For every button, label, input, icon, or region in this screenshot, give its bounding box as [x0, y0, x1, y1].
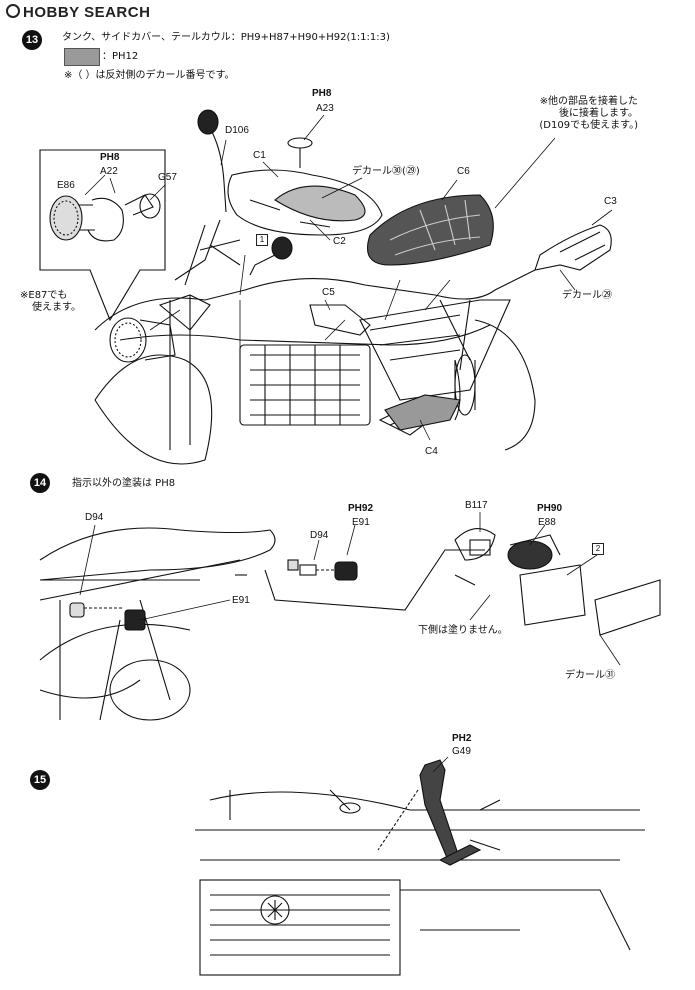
label-d94-left: D94	[85, 512, 104, 523]
part-number-box-1: 1	[256, 234, 268, 246]
lamp-inset-drawing	[39, 149, 166, 322]
label-decal30: デカール㉚(㉙)	[352, 166, 420, 177]
label-d94-mid: D94	[310, 530, 329, 541]
part-number-box-2: 2	[592, 543, 604, 555]
swatch-note: ：PH12	[102, 51, 139, 62]
label-ph8-top: PH8	[312, 88, 332, 99]
fuel-tank-drawing	[227, 137, 383, 236]
label-ph2: PH2	[452, 733, 472, 744]
turn-signal-drawing	[264, 549, 485, 611]
rear-fender-drawing	[39, 527, 276, 721]
label-c5: C5	[322, 287, 335, 298]
step-13-number: 13	[22, 30, 42, 50]
label-d106: D106	[225, 125, 249, 136]
seat-drawing	[366, 194, 494, 266]
label-b117: B117	[465, 500, 488, 511]
label-e86: E86	[57, 180, 75, 191]
headlight-drawing	[109, 317, 176, 363]
label-c3: C3	[604, 196, 617, 207]
label-ph92: PH92	[348, 503, 374, 514]
step-15-number: 15	[30, 770, 50, 790]
step-13-instruction: タンク、サイドカバー、テールカウル：PH9+H87+H90+H92(1:1:1:…	[62, 32, 390, 43]
paint-swatch	[64, 48, 100, 66]
decal-note: ※（ ）は反対側のデカール番号です。	[64, 70, 235, 81]
side-stand-drawing	[377, 759, 482, 866]
label-e88: E88	[538, 517, 556, 528]
label-g57: G57	[158, 172, 177, 183]
step-14-instruction: 指示以外の塗装は PH8	[72, 478, 176, 489]
label-c2: C2	[333, 236, 346, 247]
motorcycle-body-drawing	[94, 219, 536, 465]
side-cover-c5-drawing	[309, 304, 371, 336]
label-e91-top: E91	[352, 517, 370, 528]
label-c6: C6	[457, 166, 470, 177]
label-c1: C1	[253, 150, 266, 161]
label-ph90: PH90	[537, 503, 563, 514]
side-cover-c4-drawing	[384, 394, 461, 431]
frame-underside-drawing	[195, 789, 645, 976]
label-decal31: デカール㉛	[565, 670, 615, 681]
label-e91-mid: E91	[232, 595, 250, 606]
license-lamp-drawing	[454, 528, 661, 636]
label-no-paint: 下側は塗りません。	[418, 625, 508, 636]
logo-eye-icon	[6, 4, 20, 18]
label-a23: A23	[316, 103, 334, 114]
label-a22: A22	[100, 166, 118, 177]
tail-cowl-drawing	[534, 224, 612, 271]
label-ph8-left: PH8	[100, 152, 120, 163]
note-left: ※E87でも 使えます。	[20, 290, 81, 313]
label-c4: C4	[425, 446, 438, 457]
label-g49: G49	[452, 746, 471, 757]
label-decal29: デカール㉙	[562, 290, 612, 301]
step-14-number: 14	[30, 473, 50, 493]
watermark-logo: HOBBY SEARCH	[6, 4, 150, 21]
note-right: ※他の部品を接着した 後に接着します。 (D109でも使えます。)	[539, 96, 638, 131]
mirror-drawing	[197, 109, 293, 276]
